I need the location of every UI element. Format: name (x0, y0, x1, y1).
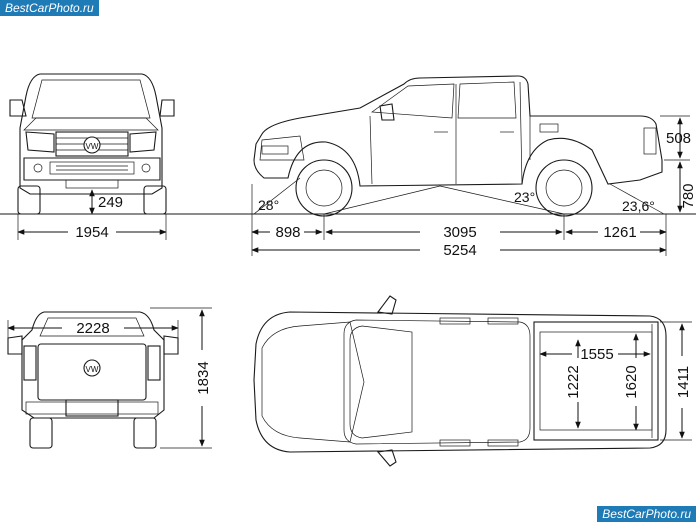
rear-overhang-label: 1261 (603, 224, 636, 241)
front-view: VW 249 1954 (9, 73, 175, 241)
breakover-angle-label: 23° (514, 189, 535, 205)
bed-height-label: 508 (666, 130, 691, 147)
front-overhang-label: 898 (275, 224, 300, 241)
tailgate-width-label: 1411 (675, 366, 692, 398)
rear-height-label: 780 (680, 183, 696, 208)
ground-clearance-label: 249 (98, 194, 123, 211)
side-view: 28° 23° 23,6° 508 780 898 3095 1261 5254 (251, 75, 696, 259)
overall-length-label: 5254 (443, 242, 476, 259)
rear-view: VW 2228 1834 (7, 307, 212, 449)
approach-angle-label: 28° (258, 197, 279, 213)
rear-track-label: 2228 (76, 320, 109, 337)
vw-logo-rear-icon (83, 359, 101, 377)
watermark-top: BestCarPhoto.ru (0, 0, 99, 16)
wheelbase-label: 3095 (443, 224, 476, 241)
top-view: 1555 1222 1620 1411 (253, 295, 692, 467)
bed-width-label: 1620 (623, 365, 640, 398)
overall-height-label: 1834 (195, 361, 212, 394)
watermark-bottom: BestCarPhoto.ru (597, 506, 696, 522)
front-width-label: 1954 (75, 224, 108, 241)
vw-logo-front-text: VW (86, 142, 99, 151)
departure-angle-label: 23,6° (622, 198, 655, 214)
vw-logo-front-icon (83, 136, 101, 154)
bed-inner-width-label: 1222 (565, 365, 582, 398)
vw-logo-rear-text: VW (86, 365, 99, 374)
bed-length-label: 1555 (580, 346, 613, 363)
